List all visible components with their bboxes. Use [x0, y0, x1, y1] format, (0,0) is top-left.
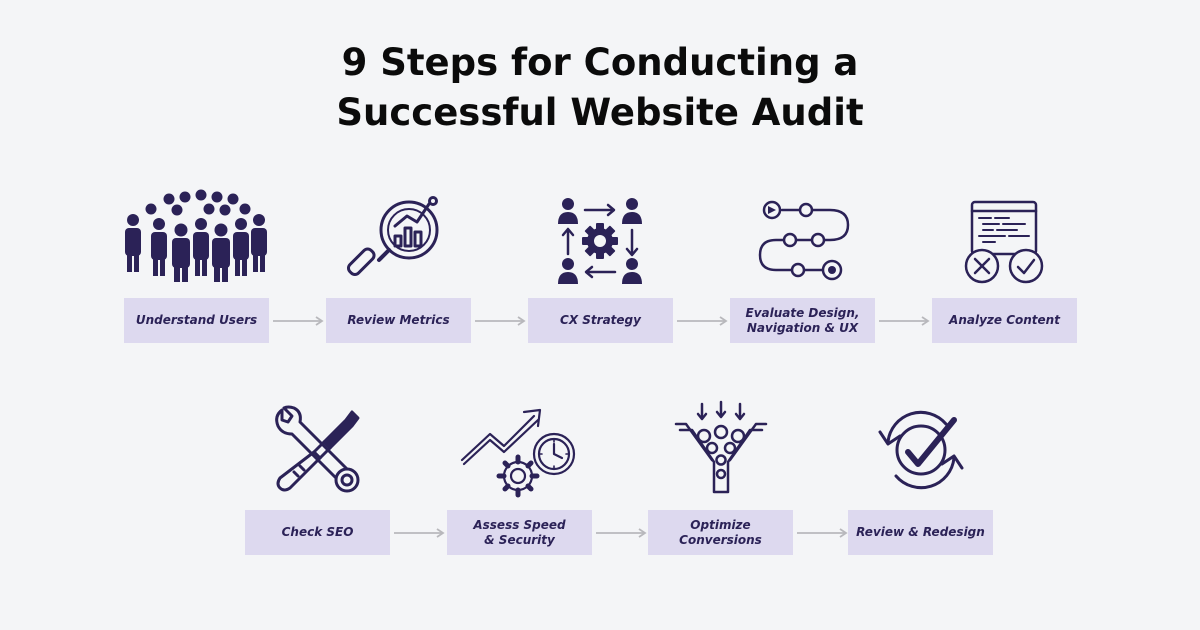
step-3-box: CX Strategy [528, 298, 673, 343]
step-6-box: Check SEO [245, 510, 390, 555]
step-7-icon [444, 402, 594, 498]
title-line-2: Successful Website Audit [336, 91, 864, 134]
step-5-label: Analyze Content [949, 313, 1060, 327]
wrench-screwdriver-icon [275, 405, 360, 493]
step-4-icon [728, 190, 878, 285]
step-2-icon [323, 190, 473, 285]
step-3-label: CX Strategy [560, 313, 641, 327]
cycle-check-icon [878, 410, 964, 490]
step-7-label-line-2: & Security [484, 532, 555, 547]
title-line-1: 9 Steps for Conducting a [341, 41, 859, 84]
step-2-label: Review Metrics [347, 313, 450, 327]
arrow-3-4 [676, 315, 728, 327]
arrow-1-2 [272, 315, 324, 327]
step-9-icon [846, 402, 996, 497]
step-4-label-line-2: Navigation & UX [746, 320, 859, 335]
growth-gear-clock-icon [460, 408, 576, 498]
crowd-icon [125, 189, 267, 282]
step-1-label: Understand Users [135, 313, 258, 327]
step-5-box: Analyze Content [932, 298, 1077, 343]
step-6-icon [242, 402, 392, 497]
funnel-icon [674, 400, 768, 494]
step-5-icon [929, 190, 1079, 285]
journey-path-icon [758, 200, 850, 281]
step-9-box: Review & Redesign [848, 510, 993, 555]
step-8-icon [646, 400, 796, 497]
step-2-box: Review Metrics [326, 298, 471, 343]
step-1-box: Understand Users [124, 298, 269, 343]
step-3-icon [525, 190, 675, 285]
step-7-box: Assess Speed & Security [447, 510, 592, 555]
step-8-box: Optimize Conversions [648, 510, 793, 555]
magnifier-chart-icon [346, 196, 439, 277]
step-1-icon [121, 189, 271, 285]
arrow-4-5 [878, 315, 930, 327]
step-7-label-line-1: Assess Speed [473, 517, 566, 532]
arrow-2-3 [474, 315, 526, 327]
arrow-7-8 [595, 527, 647, 539]
arrow-8-9 [796, 527, 848, 539]
step-6-label: Check SEO [281, 525, 354, 539]
code-window-check-icon [964, 200, 1044, 284]
step-9-label: Review & Redesign [856, 525, 985, 539]
step-8-label-line-2: Conversions [679, 532, 762, 547]
arrow-6-7 [393, 527, 445, 539]
page-title: 9 Steps for Conducting a Successful Webs… [0, 38, 1200, 138]
step-8-label-line-1: Optimize [690, 517, 751, 532]
gear-people-cycle-icon [558, 198, 642, 284]
step-4-box: Evaluate Design, Navigation & UX [730, 298, 875, 343]
step-4-label-line-1: Evaluate Design, [745, 305, 860, 320]
